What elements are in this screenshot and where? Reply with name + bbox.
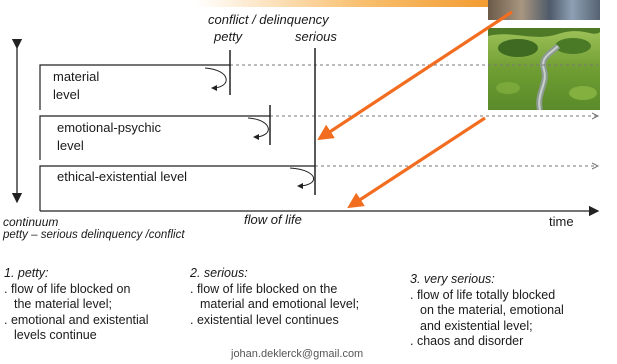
existential-level-box xyxy=(39,165,315,211)
column-line: . flow of life blocked on xyxy=(4,281,131,296)
deflect-arrow-1 xyxy=(204,67,227,91)
column-line: on the material, emotional xyxy=(420,303,564,317)
column-heading: 3. very serious: xyxy=(410,272,495,286)
conflict-heading: conflict / delinquency xyxy=(208,12,329,27)
column-serious: 2. serious: . flow of life blocked on th… xyxy=(190,266,359,328)
column-petty: 1. petty: . flow of life blocked on the … xyxy=(4,266,149,344)
flow-of-life-label: flow of life xyxy=(244,212,302,227)
stream-photo xyxy=(488,28,600,110)
continuum-label: continuum xyxy=(3,215,59,229)
column-line: . flow of life totally blocked xyxy=(410,287,556,302)
existential-level-label: ethical-existential level xyxy=(57,169,188,184)
column-line: and existential level; xyxy=(420,318,533,333)
column-line: levels continue xyxy=(14,328,97,342)
column-line: . flow of life blocked on the xyxy=(190,281,338,296)
serious-label: serious xyxy=(295,29,337,44)
column-line: . emotional and existential xyxy=(4,312,149,327)
continuum-sub-label: petty – serious delinquency /conflict xyxy=(3,229,185,241)
header-gradient-bar xyxy=(195,0,495,7)
orange-arrow-1 xyxy=(317,10,513,141)
column-heading: 2. serious: xyxy=(190,266,248,280)
column-line: . existential level continues xyxy=(190,312,339,327)
column-line: material and emotional level; xyxy=(200,297,360,311)
rocks-photo xyxy=(488,0,600,20)
deflect-arrow-3 xyxy=(289,167,315,189)
petty-label: petty xyxy=(214,29,243,44)
time-label: time xyxy=(549,214,574,229)
deflect-arrow-2 xyxy=(247,117,269,140)
emotional-level-box xyxy=(39,115,270,160)
material-level-box xyxy=(39,64,230,110)
column-very-serious: 3. very serious: . flow of life totally … xyxy=(410,272,564,350)
column-heading: 1. petty: xyxy=(4,266,49,280)
column-line: the material level; xyxy=(14,297,112,311)
orange-arrow-2 xyxy=(347,116,486,209)
column-line: . chaos and disorder xyxy=(410,334,524,348)
footer-email: johan.deklerck@gmail.com xyxy=(231,348,364,360)
